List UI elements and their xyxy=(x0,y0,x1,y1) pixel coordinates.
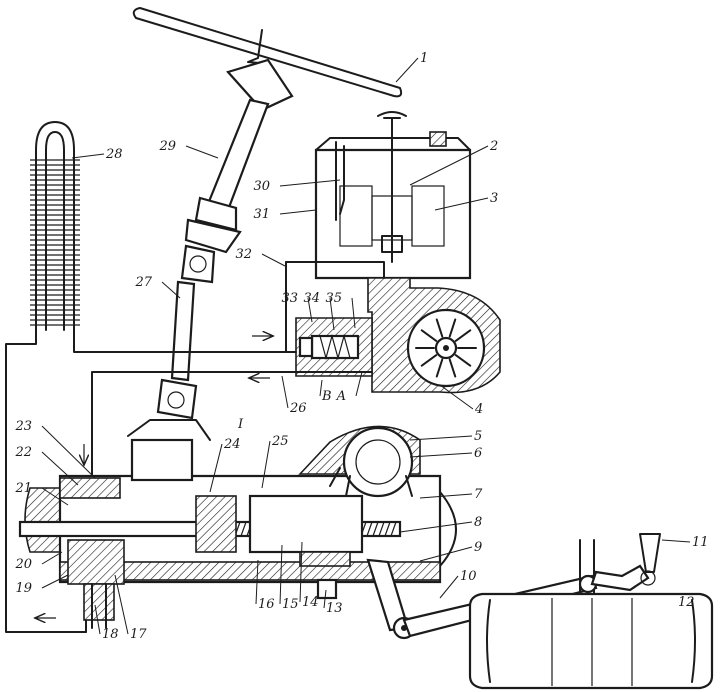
leader-line-18 xyxy=(94,604,101,635)
flow-arrows xyxy=(36,336,272,618)
leader-line-25 xyxy=(261,440,271,489)
leader-line-3 xyxy=(434,197,489,211)
callout-18: 18 xyxy=(102,627,119,642)
leader-line-34 xyxy=(329,297,335,331)
leader-line-6 xyxy=(409,452,473,458)
callout-14: 14 xyxy=(302,595,319,610)
callout-26: 26 xyxy=(289,401,307,416)
leader-line-30 xyxy=(279,179,341,187)
callout-28: 28 xyxy=(105,147,123,162)
screw-and-nut xyxy=(18,494,402,600)
callout-2: 2 xyxy=(489,139,498,154)
leader-line-4 xyxy=(439,384,474,410)
leader-line-35 xyxy=(351,297,356,329)
callout-8: 8 xyxy=(474,515,482,530)
callout-21: 21 xyxy=(14,481,32,496)
leader-line-5 xyxy=(409,435,473,441)
control-valve xyxy=(67,539,125,629)
steering-wheel xyxy=(132,7,403,112)
wheel xyxy=(468,592,714,690)
callout-34: 34 xyxy=(303,291,320,306)
callout-16: 16 xyxy=(258,597,275,612)
leader-line-29 xyxy=(185,145,219,159)
leader-line-B xyxy=(319,379,323,397)
callout-20: 20 xyxy=(14,557,32,572)
callout-31: 31 xyxy=(253,207,270,222)
callout-32: 32 xyxy=(235,247,252,262)
leader-line-16 xyxy=(255,559,259,605)
callout-I: I xyxy=(237,417,244,432)
callout-3: 3 xyxy=(490,191,498,206)
callout-7: 7 xyxy=(474,487,483,502)
callout-30: 30 xyxy=(253,179,270,194)
leader-line-26 xyxy=(281,375,289,409)
callout-11: 11 xyxy=(692,535,709,550)
callout-B: B xyxy=(321,389,332,404)
leader-line-9 xyxy=(419,546,473,562)
callout-15: 15 xyxy=(282,597,299,612)
callout-22: 22 xyxy=(14,445,32,460)
leader-line-15 xyxy=(279,544,283,605)
callout-10: 10 xyxy=(460,569,477,584)
leader-line-23 xyxy=(41,425,96,479)
callout-1: 1 xyxy=(420,51,428,66)
leader-line-8 xyxy=(399,521,473,533)
callout-29: 29 xyxy=(158,139,176,154)
leader-line-11 xyxy=(661,539,691,543)
leader-line-2 xyxy=(409,145,489,186)
leader-line-22 xyxy=(41,451,79,486)
leader-line-32 xyxy=(261,253,286,267)
callout-6: 6 xyxy=(474,446,482,461)
leader-line-27 xyxy=(161,281,181,299)
leader-line-14 xyxy=(299,541,303,603)
valve-unit xyxy=(295,317,373,377)
leader-line-19 xyxy=(41,574,69,589)
leader-line-13 xyxy=(323,589,327,609)
callout-13: 13 xyxy=(326,601,343,616)
leader-line-31 xyxy=(279,209,317,215)
oil-cooler xyxy=(30,121,80,331)
callout-27: 27 xyxy=(134,275,152,290)
callout-23: 23 xyxy=(14,419,32,434)
steering-column xyxy=(184,98,270,254)
leader-line-33 xyxy=(307,297,313,323)
pump-body xyxy=(367,277,501,394)
callout-12: 12 xyxy=(678,595,695,610)
callout-25: 25 xyxy=(271,434,289,449)
callout-24: 24 xyxy=(223,437,241,452)
callout-4: 4 xyxy=(474,402,483,417)
callout-A: A xyxy=(336,389,346,404)
callout-33: 33 xyxy=(281,291,298,306)
leader-line-28 xyxy=(71,153,105,159)
leader-line-10 xyxy=(439,575,459,599)
callout-9: 9 xyxy=(474,540,482,555)
leader-line-1 xyxy=(395,57,419,83)
callout-17: 17 xyxy=(130,627,147,642)
pump-reservoir xyxy=(314,111,472,280)
leader-line-21 xyxy=(41,487,69,506)
callout-19: 19 xyxy=(15,581,32,596)
leader-line-24 xyxy=(209,443,223,493)
callout-35: 35 xyxy=(325,291,342,306)
leader-line-20 xyxy=(41,551,63,565)
leader-line-A xyxy=(355,371,363,397)
leader-line-7 xyxy=(419,493,473,499)
callout-5: 5 xyxy=(474,429,482,444)
cardan-shaft xyxy=(156,244,216,420)
leader-line-17 xyxy=(114,574,129,635)
